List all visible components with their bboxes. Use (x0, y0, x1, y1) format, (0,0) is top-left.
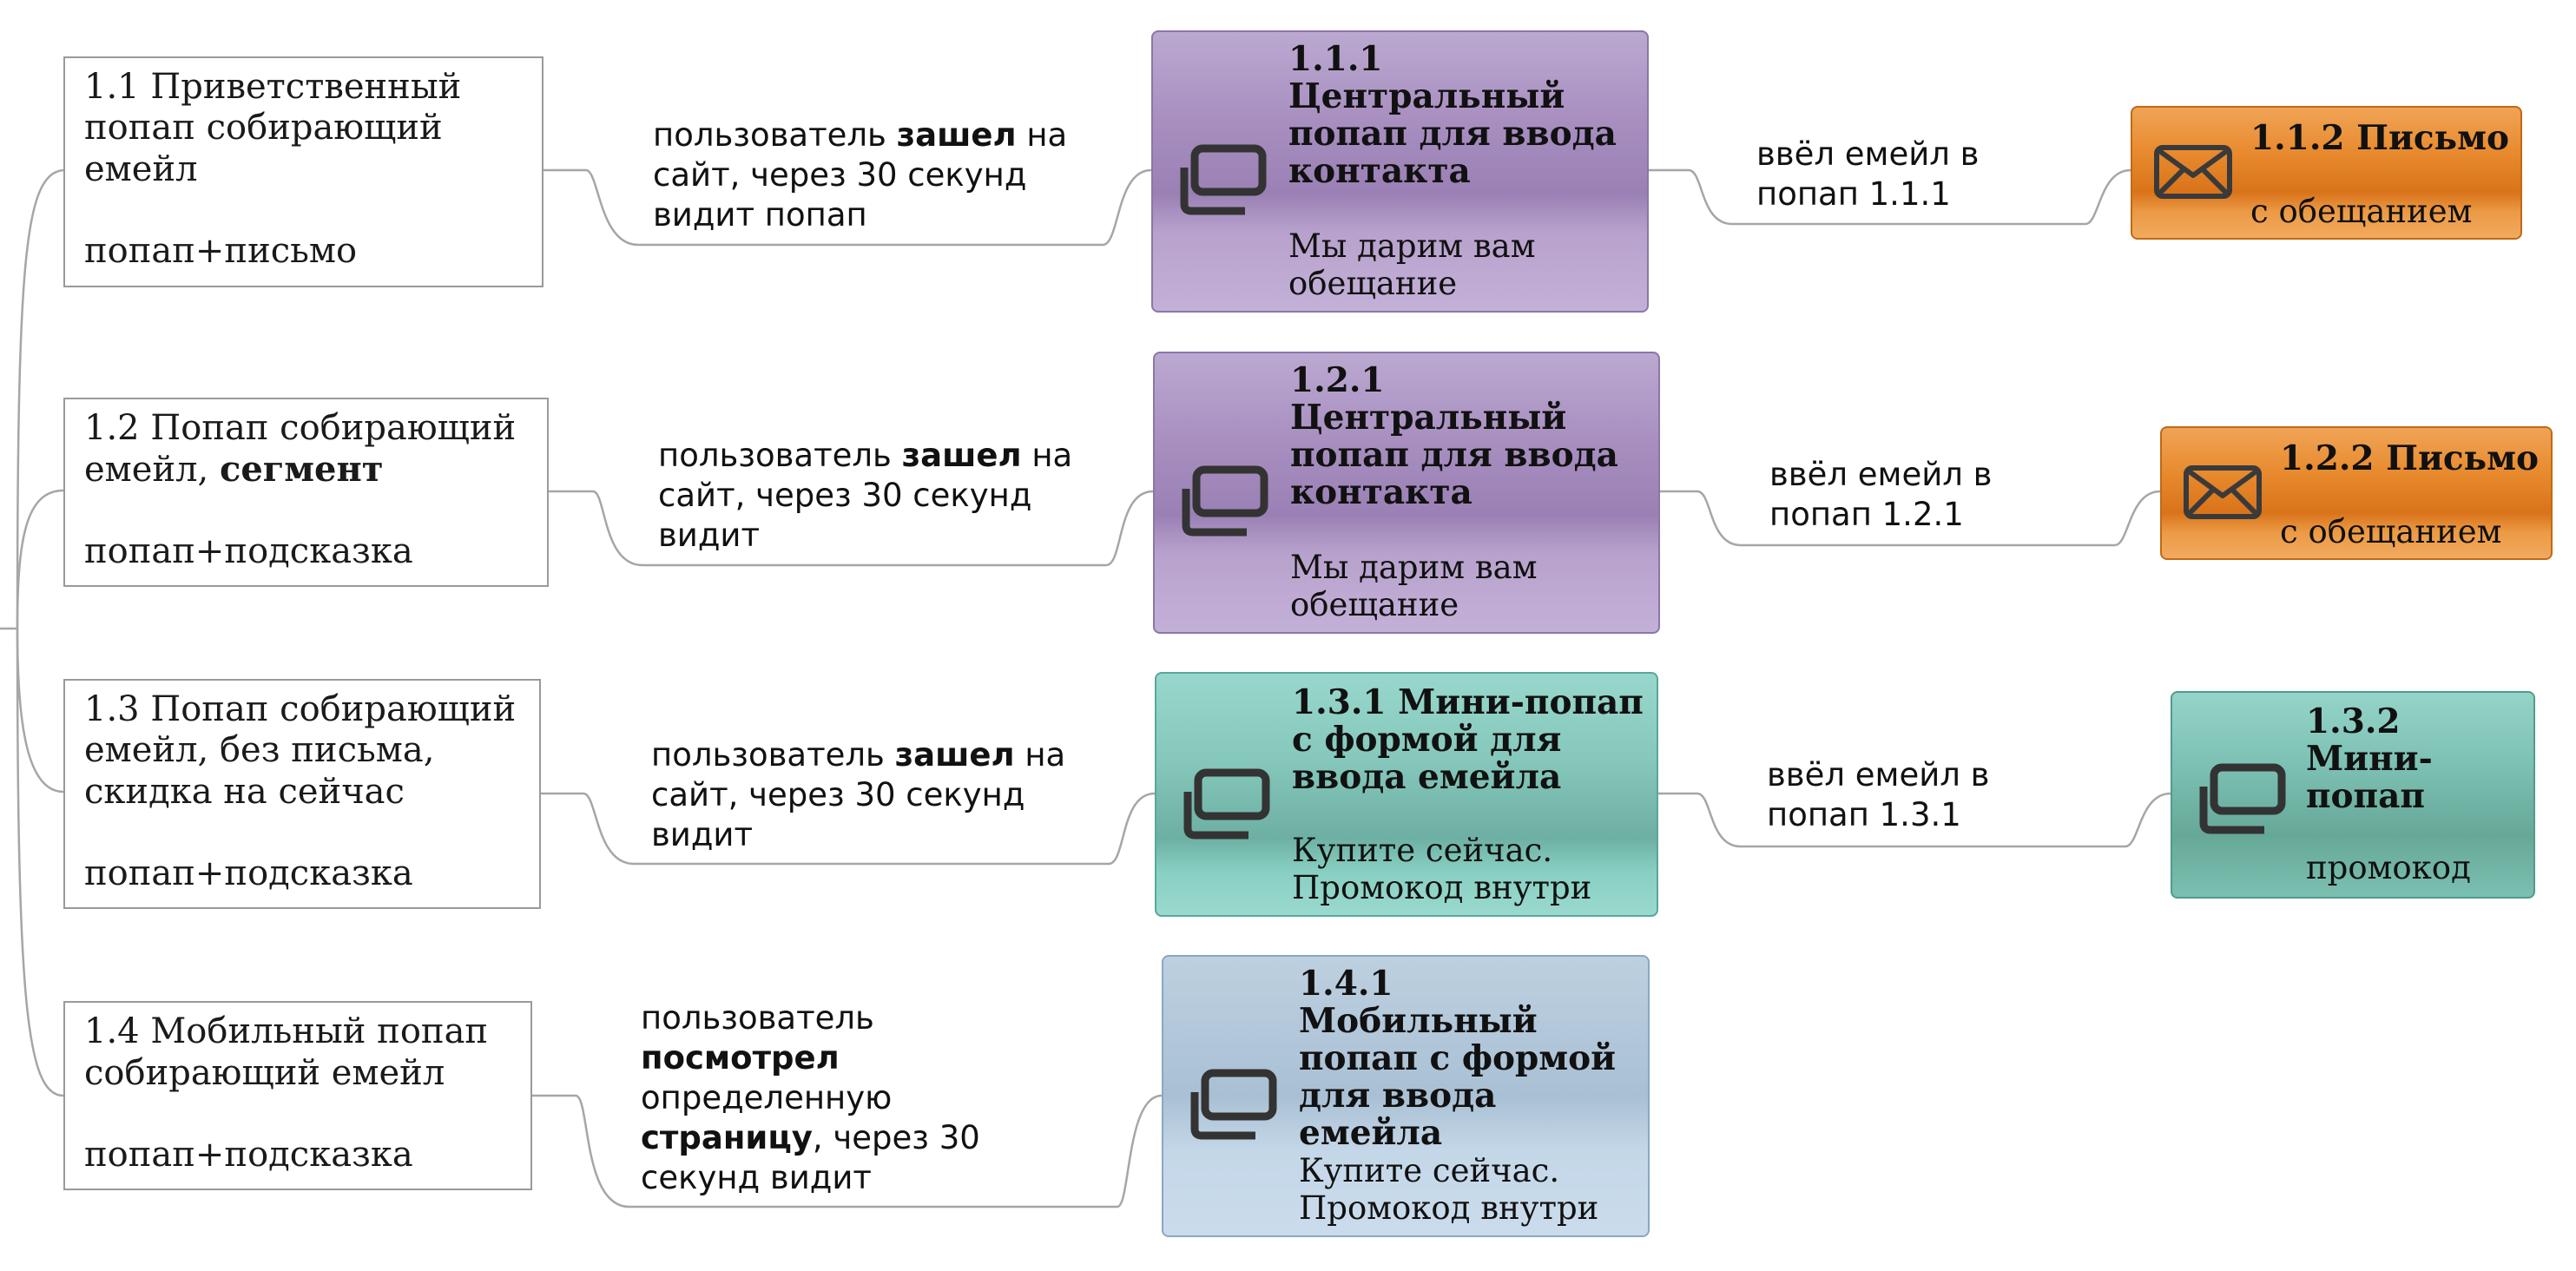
strategy-title: 1.1 Приветственный попап собирающий емей… (84, 67, 462, 189)
popup-title: 1.2.1 Центральный попап для ввода контак… (1290, 360, 1618, 512)
email-node-1-1-2[interactable]: 1.1.2 Письмо с обещанием (2131, 106, 2522, 240)
strategy-subtitle: попап+подсказка (84, 853, 413, 893)
email-title: 1.1.2 Письмо (2250, 118, 2510, 158)
trigger-condition-2: ввёл емейл в попап 1.1.1 (1756, 135, 1980, 213)
email-description: с обещанием (2250, 193, 2473, 230)
strategy-subtitle: попап+подсказка (84, 1135, 413, 1175)
trigger-condition-2: ввёл емейл в попап 1.3.1 (1767, 756, 1990, 833)
trigger-condition-1: пользователь зашел на сайт, через 30 сек… (651, 736, 1066, 853)
popup-node-1-2-1[interactable]: 1.2.1 Центральный попап для ввода контак… (1153, 352, 1660, 634)
popup-description: Купите сейчас. Промокод внутри (1299, 1152, 1599, 1227)
windows-icon (1190, 1069, 1277, 1140)
strategy-title: 1.3 Попап собирающий емейл, без письма, … (84, 689, 517, 812)
popup-description: Мы дарим вам обещание (1290, 549, 1538, 623)
popup-node-1-4-1[interactable]: 1.4.1 Мобильный попап с формой для ввода… (1162, 955, 1650, 1237)
popup-node-1-3-1[interactable]: 1.3.1 Мини-попап с формой для ввода емей… (1155, 672, 1658, 917)
strategy-box-1-1[interactable]: 1.1 Приветственный попап собирающий емей… (63, 56, 544, 287)
popup-title: 1.4.1 Мобильный попап с формой для ввода… (1299, 964, 1617, 1153)
popup-description: Мы дарим вам обещание (1288, 227, 1536, 302)
strategy-box-1-4[interactable]: 1.4 Мобильный попап собирающий емейл поп… (63, 1001, 532, 1190)
trigger-condition-1: пользователь зашел на сайт, через 30 сек… (653, 116, 1068, 234)
trigger-condition-2: ввёл емейл в попап 1.2.1 (1769, 456, 1993, 533)
email-node-1-2-2[interactable]: 1.2.2 Письмо с обещанием (2160, 426, 2553, 560)
windows-icon (2199, 763, 2286, 834)
windows-icon (1182, 465, 1268, 537)
popup-title: 1.3.1 Мини-попап с формой для ввода емей… (1292, 682, 1644, 797)
strategy-box-1-3[interactable]: 1.3 Попап собирающий емейл, без письма, … (63, 679, 541, 909)
popup-title: 1.1.1 Центральный попап для ввода контак… (1288, 39, 1617, 191)
popup-description: промокод (2306, 849, 2471, 886)
strategy-box-1-2[interactable]: 1.2 Попап собирающий емейл, сегмент попа… (63, 398, 549, 587)
envelope-icon (2154, 145, 2232, 199)
strategy-title: 1.2 Попап собирающий емейл, сегмент (84, 408, 517, 490)
popup-node-1-1-1[interactable]: 1.1.1 Центральный попап для ввода контак… (1151, 30, 1649, 313)
popup-title: 1.3.2 Мини-попап (2306, 701, 2433, 816)
strategy-subtitle: попап+письмо (84, 231, 358, 271)
strategy-title: 1.4 Мобильный попап собирающий емейл (84, 1011, 489, 1093)
envelope-icon (2184, 465, 2262, 519)
email-title: 1.2.2 Письмо (2280, 438, 2540, 478)
trigger-condition-1: пользователь посмотрел определенную стра… (641, 999, 980, 1196)
email-description: с обещанием (2280, 513, 2502, 550)
trigger-condition-1: пользователь зашел на сайт, через 30 сек… (658, 437, 1073, 554)
windows-icon (1183, 768, 1270, 840)
popup-description: Купите сейчас. Промокод внутри (1292, 832, 1592, 906)
popup-node-1-3-2[interactable]: 1.3.2 Мини-попап промокод (2171, 691, 2535, 899)
windows-icon (1180, 144, 1267, 215)
strategy-subtitle: попап+подсказка (84, 531, 413, 571)
